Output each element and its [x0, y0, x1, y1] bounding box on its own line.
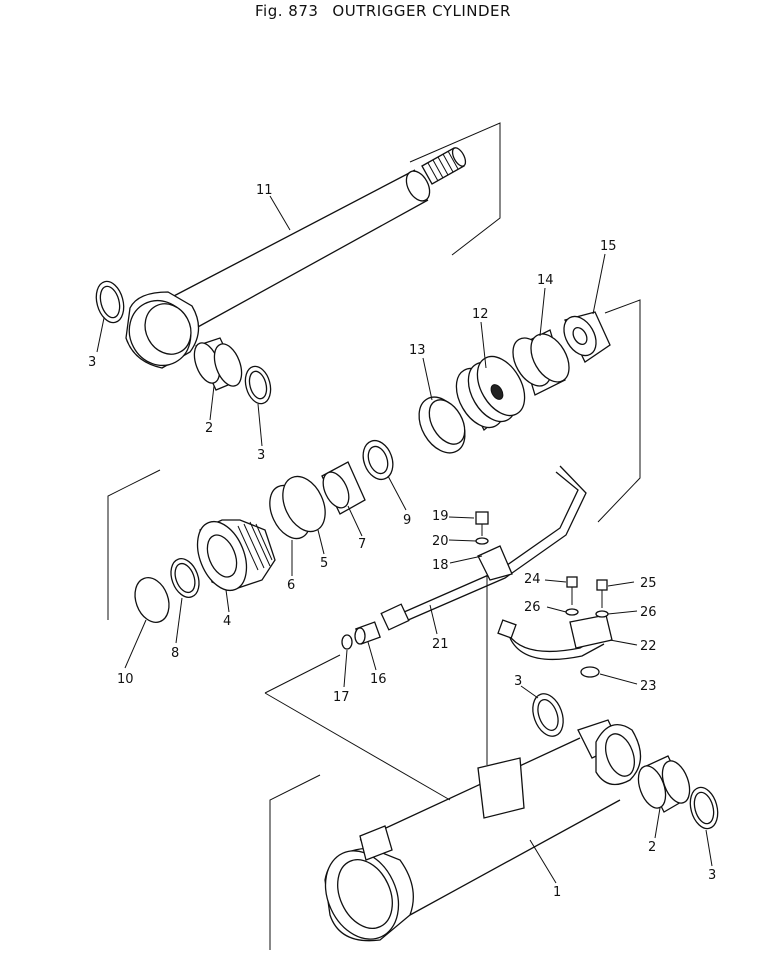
elbow-16: [354, 621, 381, 645]
washer-20: [475, 537, 489, 545]
buffer-ring-10: [134, 577, 170, 623]
piston-nut-15: [563, 311, 611, 363]
callout-3-tube-right: 3: [708, 868, 716, 883]
callout-19: 19: [432, 509, 449, 524]
piston-seal-13: [418, 396, 466, 454]
piston-12: [455, 355, 526, 432]
callout-24: 24: [524, 572, 541, 587]
callout-23: 23: [640, 679, 657, 694]
bushing-rod-eye: [193, 337, 243, 391]
dust-seal-tube-eye-left: [532, 693, 564, 737]
wear-ring-14: [512, 329, 570, 396]
callout-26-left: 26: [524, 600, 541, 615]
bushing-7: [321, 461, 366, 515]
dust-seal-tube-eye-right: [689, 786, 719, 830]
leader-lines: [96, 195, 713, 884]
backup-ring-5: [282, 475, 326, 533]
dust-seal-9: [362, 439, 394, 481]
bolt-25: [596, 579, 608, 608]
callout-1: 1: [553, 885, 561, 900]
callout-18: 18: [432, 558, 449, 573]
clamp-18: [477, 545, 513, 581]
callout-10: 10: [117, 672, 134, 687]
callout-17: 17: [333, 690, 350, 705]
bushing-tube-eye: [637, 755, 691, 813]
callout-3-rod-right: 3: [257, 448, 265, 463]
washer-26-left: [565, 608, 579, 616]
figure-title: Fig. 873 OUTRIGGER CYLINDER: [0, 2, 766, 20]
callout-numbers: 11 3 2 3 13 12 14 15 9 7 5 6 4 8 10 19 2…: [88, 183, 716, 900]
callout-21: 21: [432, 637, 449, 652]
callout-25: 25: [640, 576, 657, 591]
o-ring-23: [580, 666, 600, 678]
callout-26-right: 26: [640, 605, 657, 620]
callout-5: 5: [320, 556, 328, 571]
callout-16: 16: [370, 672, 387, 687]
bolt-19: [475, 511, 489, 536]
callout-9: 9: [403, 513, 411, 528]
callout-15: 15: [600, 239, 617, 254]
callout-6: 6: [287, 578, 295, 593]
piston-rod: [125, 147, 467, 369]
bolt-24: [566, 576, 578, 605]
callout-20: 20: [432, 534, 449, 549]
callout-3-rod-left: 3: [88, 355, 96, 370]
callout-22: 22: [640, 639, 657, 654]
washer-26-right: [595, 610, 609, 618]
figure-number: Fig. 873: [255, 2, 319, 20]
callout-12: 12: [472, 307, 489, 322]
callout-8: 8: [171, 646, 179, 661]
callout-3-tube-left: 3: [514, 674, 522, 689]
callout-4: 4: [223, 614, 231, 629]
o-ring-17: [341, 634, 353, 650]
pipe-21: [380, 465, 587, 631]
cylinder-head-4: [196, 519, 276, 592]
callout-2-rod: 2: [205, 421, 213, 436]
dust-seal-rod-eye-right: [244, 365, 272, 405]
pipe-22: [497, 614, 613, 661]
callout-2-tube: 2: [648, 840, 656, 855]
callout-14: 14: [537, 273, 554, 288]
dust-seal-rod-eye-left: [95, 280, 125, 324]
callout-7: 7: [358, 537, 366, 552]
u-packing-8: [170, 558, 200, 598]
cylinder-tube-1: [324, 719, 642, 942]
callout-11: 11: [256, 183, 273, 198]
assembly-bracket-lines: [107, 122, 641, 950]
callout-13: 13: [409, 343, 426, 358]
figure-caption: OUTRIGGER CYLINDER: [332, 2, 511, 20]
